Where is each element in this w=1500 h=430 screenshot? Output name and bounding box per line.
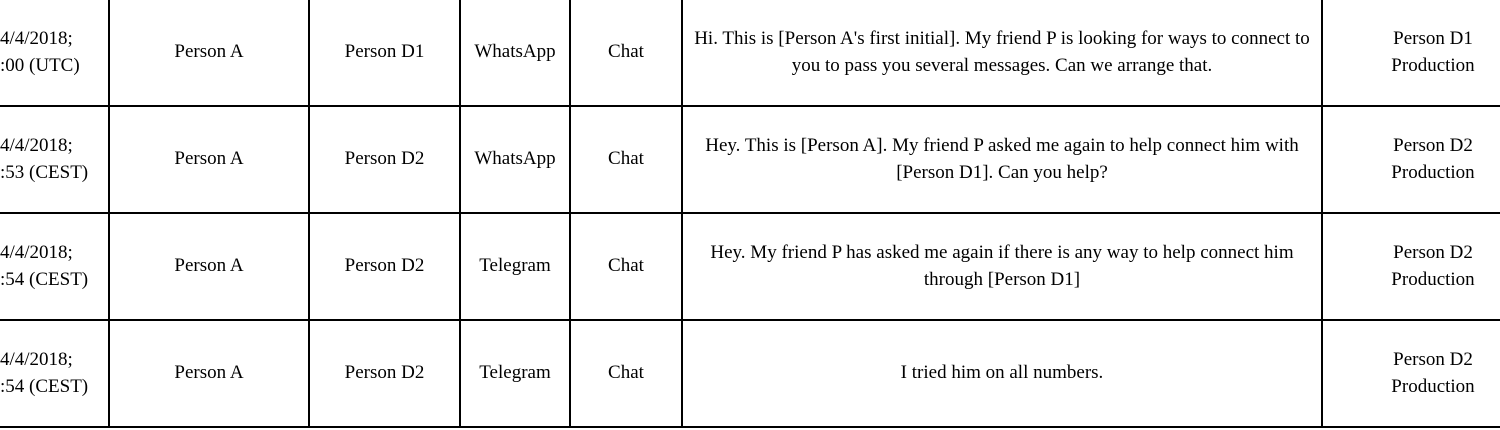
from-cell: Person A xyxy=(110,212,310,319)
timestamp-cell: 4/4/2018; :53 (CEST) xyxy=(0,105,110,212)
time-text: :54 (CEST) xyxy=(0,375,89,397)
table-row: 4/4/2018; :00 (UTC) Person A Person D1 Whats… xyxy=(0,0,1500,107)
to-cell: Person D2 xyxy=(310,319,461,426)
source-cell: Person D2 Production xyxy=(1323,319,1500,426)
type-cell: Chat xyxy=(571,0,683,105)
message-text: Hey. This is [Person A]. My friend P ask… xyxy=(705,134,1299,183)
type-text: Chat xyxy=(608,362,644,383)
message-text: Hi. This is [Person A's first initial]. … xyxy=(694,27,1310,76)
type-cell: Chat xyxy=(571,105,683,212)
from-cell: Person A xyxy=(110,105,310,212)
source-production: Production xyxy=(1391,268,1475,290)
source-production: Production xyxy=(1391,54,1475,76)
message-cell: I tried him on all numbers. xyxy=(683,319,1323,426)
date-text: 4/4/2018; xyxy=(0,27,73,49)
type-text: Chat xyxy=(608,255,644,276)
to-text: Person D2 xyxy=(344,148,425,169)
to-cell: Person D2 xyxy=(310,105,461,212)
time-text: :54 (CEST) xyxy=(0,268,89,290)
source-person: Person D2 xyxy=(1393,241,1473,263)
to-text: Person D1 xyxy=(344,41,425,62)
from-cell: Person A xyxy=(110,319,310,426)
message-cell: Hey. This is [Person A]. My friend P ask… xyxy=(683,105,1323,212)
table-row: 4/4/2018; :53 (CEST) Person A Person D2 What… xyxy=(0,105,1500,214)
table-row: 4/4/2018; :54 (CEST) Person A Person D2 Tele… xyxy=(0,212,1500,321)
date-text: 4/4/2018; xyxy=(0,348,73,370)
message-text: I tried him on all numbers. xyxy=(900,362,1104,383)
platform-text: WhatsApp xyxy=(474,41,556,62)
to-cell: Person D1 xyxy=(310,0,461,105)
to-text: Person D2 xyxy=(344,362,425,383)
message-cell: Hi. This is [Person A's first initial]. … xyxy=(683,0,1323,105)
platform-text: Telegram xyxy=(479,362,551,383)
source-production: Production xyxy=(1391,161,1475,183)
source-person: Person D2 xyxy=(1393,134,1473,156)
timestamp-cell: 4/4/2018; :00 (UTC) xyxy=(0,0,110,105)
source-cell: Person D2 Production xyxy=(1323,105,1500,212)
source-person: Person D1 xyxy=(1393,27,1473,49)
message-cell: Hey. My friend P has asked me again if t… xyxy=(683,212,1323,319)
platform-cell: Telegram xyxy=(461,319,571,426)
from-text: Person A xyxy=(174,362,244,383)
time-text: :00 (UTC) xyxy=(0,54,80,76)
table-row: 4/4/2018; :54 (CEST) Person A Person D2 Tele… xyxy=(0,319,1500,428)
platform-text: Telegram xyxy=(479,255,551,276)
from-cell: Person A xyxy=(110,0,310,105)
to-cell: Person D2 xyxy=(310,212,461,319)
source-production: Production xyxy=(1391,375,1475,397)
from-text: Person A xyxy=(174,41,244,62)
from-text: Person A xyxy=(174,148,244,169)
from-text: Person A xyxy=(174,255,244,276)
platform-text: WhatsApp xyxy=(474,148,556,169)
timestamp-cell: 4/4/2018; :54 (CEST) xyxy=(0,319,110,426)
date-text: 4/4/2018; xyxy=(0,134,73,156)
time-text: :53 (CEST) xyxy=(0,161,89,183)
type-text: Chat xyxy=(608,148,644,169)
platform-cell: WhatsApp xyxy=(461,105,571,212)
timestamp-cell: 4/4/2018; :54 (CEST) xyxy=(0,212,110,319)
date-text: 4/4/2018; xyxy=(0,241,73,263)
type-cell: Chat xyxy=(571,212,683,319)
type-cell: Chat xyxy=(571,319,683,426)
source-cell: Person D1 Production xyxy=(1323,0,1500,105)
message-text: Hey. My friend P has asked me again if t… xyxy=(710,241,1294,290)
type-text: Chat xyxy=(608,41,644,62)
platform-cell: Telegram xyxy=(461,212,571,319)
source-cell: Person D2 Production xyxy=(1323,212,1500,319)
to-text: Person D2 xyxy=(344,255,425,276)
platform-cell: WhatsApp xyxy=(461,0,571,105)
source-person: Person D2 xyxy=(1393,348,1473,370)
